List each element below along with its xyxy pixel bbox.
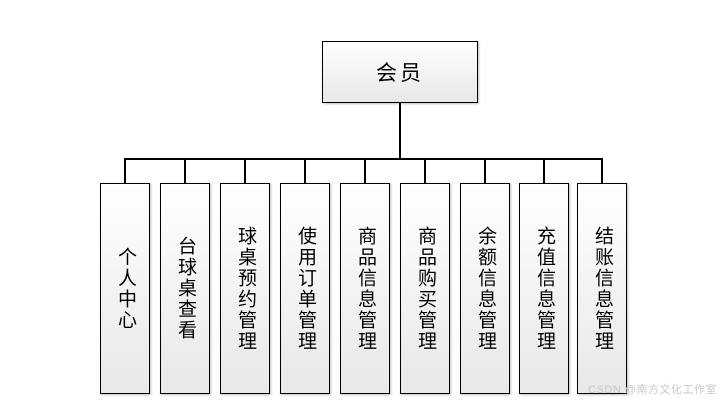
node-leaf-5-label: 商品信息管理 <box>355 225 376 352</box>
node-leaf-8-label: 充值信息管理 <box>534 225 555 352</box>
node-leaf-3-label: 球桌预约管理 <box>235 225 256 352</box>
node-leaf-9-label: 结账信息管理 <box>592 225 613 352</box>
node-leaf-2-label: 台球桌查看 <box>175 236 196 341</box>
node-leaf-8: 充值信息管理 <box>519 183 569 394</box>
connector-drop-4 <box>304 158 306 183</box>
connector-drop-9 <box>601 158 603 183</box>
node-leaf-6-label: 商品购买管理 <box>415 225 436 352</box>
connector-drop-5 <box>364 158 366 183</box>
watermark-text: CSDN @南方文化工作室 <box>588 384 717 396</box>
node-leaf-3: 球桌预约管理 <box>220 183 270 394</box>
node-leaf-4-label: 使用订单管理 <box>295 225 316 352</box>
connector-drop-1 <box>124 158 126 183</box>
node-leaf-9: 结账信息管理 <box>577 183 627 394</box>
node-leaf-2: 台球桌查看 <box>160 183 210 394</box>
connector-trunk <box>399 103 401 159</box>
connector-drop-6 <box>424 158 426 183</box>
node-leaf-1: 个人中心 <box>100 183 150 394</box>
node-leaf-5: 商品信息管理 <box>340 183 390 394</box>
connector-drop-8 <box>543 158 545 183</box>
node-root-label: 会员 <box>376 62 424 85</box>
node-leaf-4: 使用订单管理 <box>280 183 330 394</box>
node-leaf-7-label: 余额信息管理 <box>475 225 496 352</box>
node-leaf-6: 商品购买管理 <box>400 183 450 394</box>
node-leaf-1-label: 个人中心 <box>115 246 136 331</box>
connector-drop-3 <box>244 158 246 183</box>
connector-drop-2 <box>184 158 186 183</box>
connector-drop-7 <box>484 158 486 183</box>
node-root: 会员 <box>322 41 478 103</box>
node-leaf-7: 余额信息管理 <box>460 183 510 394</box>
connector-bus <box>124 158 602 160</box>
